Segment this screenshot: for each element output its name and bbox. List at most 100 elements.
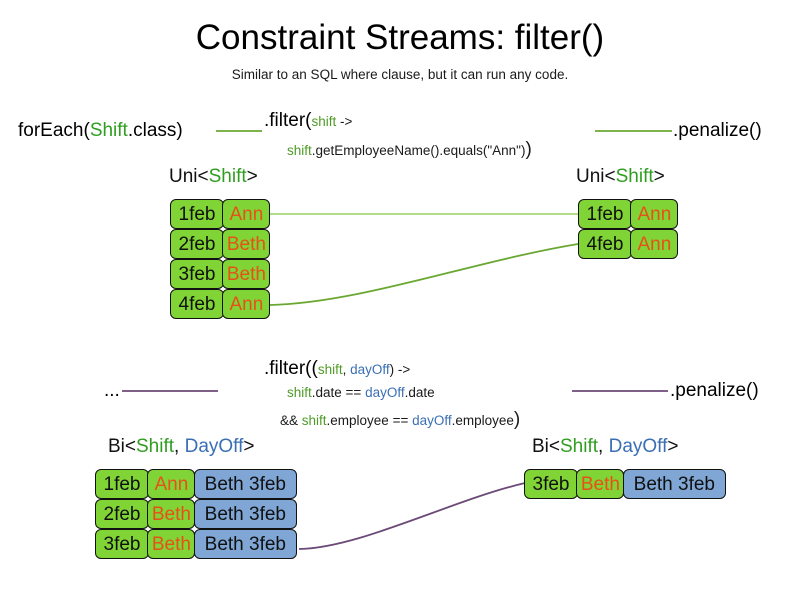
cell-employee-text: Ann: [229, 293, 264, 315]
cell-date: 4feb: [578, 229, 632, 259]
cell-date: 1feb: [95, 469, 149, 499]
bi-right-type-arg1: Shift: [560, 436, 599, 457]
table-row[interactable]: 2feb Beth: [170, 229, 271, 259]
cell-employee: Ann: [630, 229, 679, 259]
uni-source-prefix: forEach(: [18, 120, 90, 141]
cell-employee: Beth: [576, 469, 625, 499]
uni-sink-label: .penalize(): [673, 120, 762, 141]
bi-filter-line2-tail: .date: [404, 385, 435, 400]
bi-filter-line2-b: dayOff: [365, 385, 405, 400]
cell-date: 2feb: [95, 499, 149, 529]
uni-filter-close: ): [525, 139, 532, 160]
flow-3feb-beth: [298, 482, 526, 550]
cell-dayoff: Beth 3feb: [193, 469, 297, 499]
cell-dayoff-text: Beth 3feb: [204, 533, 286, 555]
uni-right-type-label: Uni<Shift>: [576, 166, 665, 188]
cell-date-text: 1feb: [178, 203, 216, 225]
table-row[interactable]: 3feb Beth Beth 3feb: [524, 469, 726, 499]
cell-employee-text: Ann: [229, 203, 264, 225]
bi-filter-line3-b: dayOff: [412, 413, 452, 428]
cell-date-text: 4feb: [178, 293, 216, 315]
cell-date: 1feb: [170, 199, 224, 229]
cell-date-text: 1feb: [586, 203, 624, 225]
bi-filter-param-a: shift: [317, 362, 343, 377]
table-row[interactable]: 3feb Beth Beth 3feb: [95, 529, 297, 559]
bi-filter-line2-a: shift: [287, 385, 312, 400]
bi-sink-label: .penalize(): [670, 380, 759, 401]
cell-date-text: 3feb: [178, 263, 216, 285]
bi-right-type-arg2: DayOff: [608, 436, 668, 457]
uni-source-label: forEach(Shift.class): [18, 120, 183, 142]
bi-right-type-comma: ,: [598, 436, 609, 457]
bi-filter-line2: shift.date == dayOff.date: [287, 385, 435, 400]
cell-employee-text: Beth: [151, 533, 191, 555]
cell-employee: Beth: [222, 229, 271, 259]
bi-filter-param-b: dayOff: [350, 362, 390, 377]
table-row[interactable]: 4feb Ann: [170, 289, 271, 319]
table-row[interactable]: 3feb Beth: [170, 259, 271, 289]
uni-source-type: Shift: [89, 120, 128, 141]
cell-date: 3feb: [95, 529, 149, 559]
cell-date: 4feb: [170, 289, 224, 319]
bi-right-type-label: Bi<Shift, DayOff>: [532, 436, 678, 458]
bi-left-type-label: Bi<Shift, DayOff>: [108, 436, 254, 458]
uni-left-type-arg: Shift: [208, 166, 247, 187]
bi-left-type-arg1: Shift: [136, 436, 175, 457]
bi-filter-line3: && shift.employee == dayOff.employee): [280, 409, 520, 431]
cell-dayoff-text: Beth 3feb: [633, 473, 715, 495]
table-row[interactable]: 1feb Ann: [170, 199, 271, 229]
uni-filter-body-rest: .getEmployeeName().equals("Ann"): [311, 143, 526, 158]
uni-right-type-arg: Shift: [615, 166, 654, 187]
cell-dayoff: Beth 3feb: [622, 469, 726, 499]
cell-dayoff-text: Beth 3feb: [204, 473, 286, 495]
cell-dayoff: Beth 3feb: [193, 529, 297, 559]
bi-right-type-prefix: Bi<: [532, 436, 560, 457]
bi-filter-param-comma: ,: [342, 362, 351, 377]
bi-right-tuple-list: 3feb Beth Beth 3feb: [524, 469, 726, 499]
uni-filter-body-var: shift: [287, 143, 312, 158]
uni-source-suffix: .class): [127, 120, 183, 141]
uni-right-tuple-list: 1feb Ann 4feb Ann: [578, 199, 679, 259]
cell-date: 1feb: [578, 199, 632, 229]
table-row[interactable]: 2feb Beth Beth 3feb: [95, 499, 297, 529]
bi-filter-line3-tail: .employee: [451, 413, 514, 428]
uni-left-type-suffix: >: [246, 166, 258, 187]
uni-filter-line1: .filter(shift ->: [264, 110, 352, 132]
bi-filter-close: ): [513, 409, 521, 430]
cell-employee: Beth: [222, 259, 271, 289]
cell-date: 2feb: [170, 229, 224, 259]
table-row[interactable]: 4feb Ann: [578, 229, 679, 259]
cell-employee-text: Beth: [226, 263, 266, 285]
cell-date: 3feb: [170, 259, 224, 289]
bi-filter-line3-a: shift: [301, 413, 327, 428]
cell-dayoff: Beth 3feb: [193, 499, 297, 529]
cell-employee: Ann: [222, 199, 271, 229]
bi-filter-line3-mid: .employee ==: [326, 413, 413, 428]
bi-filter-open: .filter((: [264, 358, 318, 379]
uni-filter-open: .filter(: [264, 110, 312, 131]
cell-employee-text: Ann: [637, 203, 672, 225]
cell-employee: Ann: [630, 199, 679, 229]
bi-left-type-suffix: >: [243, 436, 255, 457]
cell-date-text: 2feb: [103, 503, 141, 525]
cell-employee-text: Beth: [151, 503, 191, 525]
table-row[interactable]: 1feb Ann: [578, 199, 679, 229]
bi-filter-line3-lead: &&: [280, 413, 302, 428]
cell-date-text: 3feb: [103, 533, 141, 555]
cell-date-text: 1feb: [103, 473, 141, 495]
cell-employee-text: Ann: [637, 233, 672, 255]
bi-left-type-prefix: Bi<: [108, 436, 136, 457]
cell-employee-text: Beth: [226, 233, 266, 255]
bi-right-type-suffix: >: [667, 436, 679, 457]
cell-date-text: 4feb: [586, 233, 624, 255]
cell-dayoff-text: Beth 3feb: [204, 503, 286, 525]
cell-employee: Beth: [147, 529, 196, 559]
cell-date: 3feb: [524, 469, 578, 499]
cell-employee: Ann: [147, 469, 196, 499]
uni-right-type-suffix: >: [653, 166, 665, 187]
bi-source-label: ...: [104, 380, 120, 401]
table-row[interactable]: 1feb Ann Beth 3feb: [95, 469, 297, 499]
bi-left-type-arg2: DayOff: [184, 436, 244, 457]
bi-filter-line1: .filter((shift, dayOff) ->: [264, 358, 410, 380]
uni-filter-line2: shift.getEmployeeName().equals("Ann")): [287, 139, 532, 161]
